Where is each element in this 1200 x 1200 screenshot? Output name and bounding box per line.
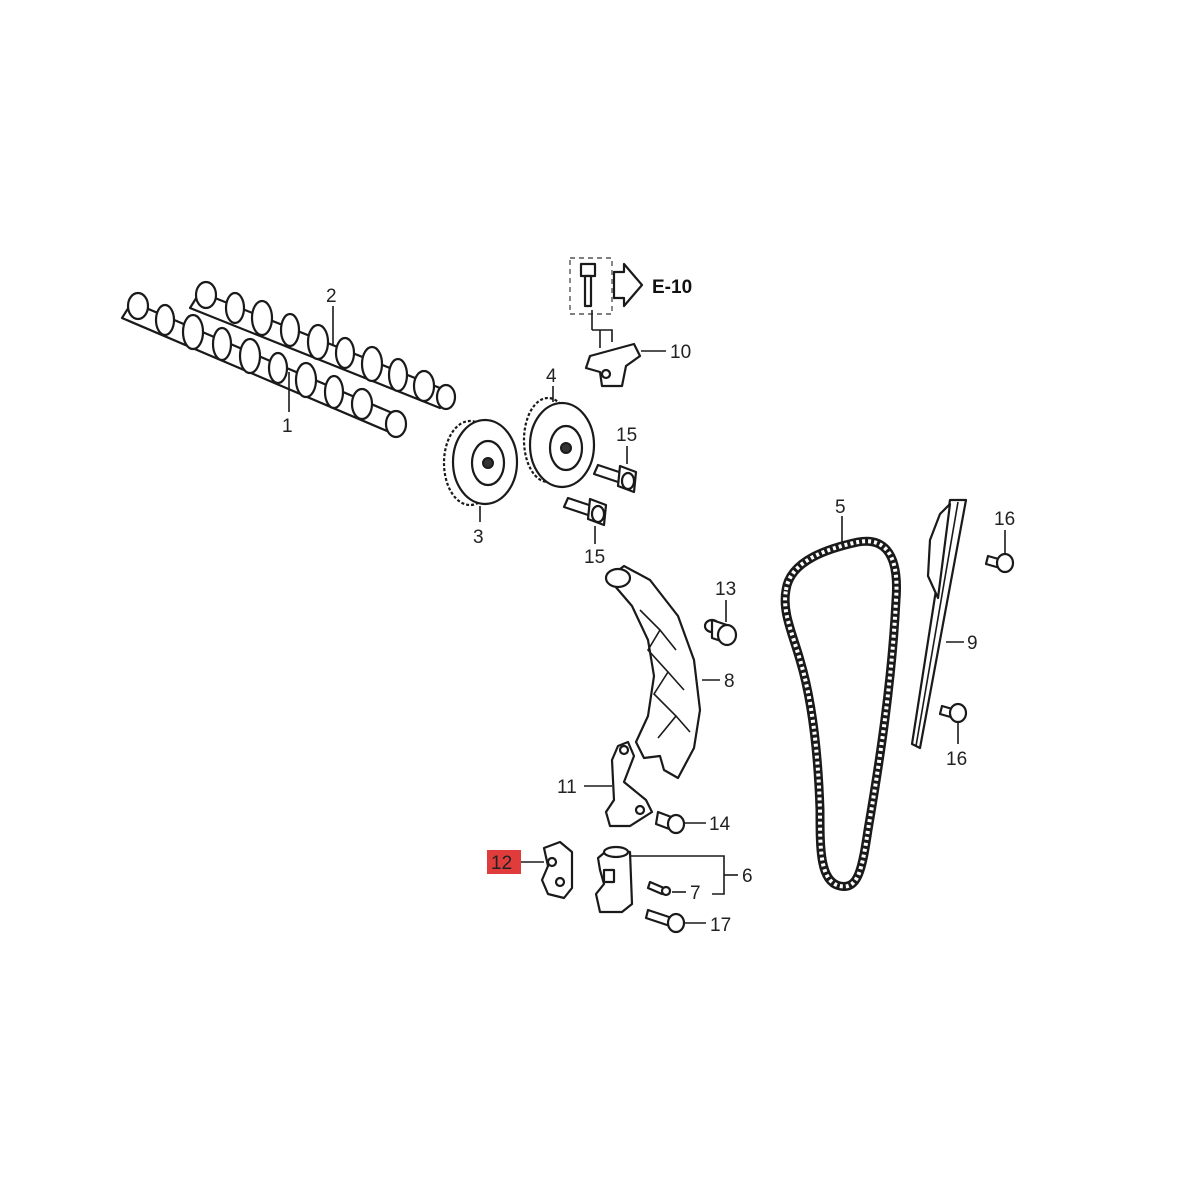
vtc-sprocket-3[interactable] [442,418,519,507]
callout-15-upper[interactable]: 15 [616,425,637,446]
e10-bolt-box [569,257,613,315]
callout-8[interactable]: 8 [724,671,735,692]
bolt-15-lower[interactable] [562,496,608,527]
callout-7[interactable]: 7 [690,883,701,904]
tensioner-lever-11[interactable] [604,740,654,828]
vtc-sprocket-4[interactable] [522,396,596,489]
tensioner-arm-8[interactable] [604,564,702,780]
callout-5[interactable]: 5 [835,497,846,518]
callout-17[interactable]: 17 [710,915,731,936]
callout-16-lower[interactable]: 16 [946,749,967,770]
callout-2[interactable]: 2 [326,286,337,307]
chain-guide-9[interactable] [910,498,968,750]
callout-11[interactable]: 11 [557,777,577,798]
bolt-15-upper[interactable] [592,463,638,494]
callout-9[interactable]: 9 [967,633,978,654]
leader-6 [630,855,725,895]
camshaft-2[interactable] [188,280,457,411]
callout-15-lower[interactable]: 15 [584,547,605,568]
pin-7[interactable] [646,880,672,897]
e10-leader [591,310,613,348]
callout-16-upper[interactable]: 16 [994,509,1015,530]
chain-tensioner-6[interactable] [594,845,634,914]
bolt-17[interactable] [644,908,686,934]
bolt-13[interactable] [703,618,738,647]
timing-chain-5[interactable] [780,536,901,891]
bracket-12[interactable] [540,840,574,900]
callout-6[interactable]: 6 [742,866,753,887]
bolt-16-lower[interactable] [938,702,968,724]
chain-guide-10[interactable] [584,342,642,388]
e10-arrow [612,262,644,308]
callout-12[interactable]: 12 [491,853,512,874]
bolt-16-upper[interactable] [984,552,1015,574]
callout-10[interactable]: 10 [670,342,691,363]
callout-13[interactable]: 13 [715,579,736,600]
callout-3[interactable]: 3 [473,527,484,548]
camshaft-1[interactable] [120,291,408,439]
callout-4[interactable]: 4 [546,366,557,387]
highlight-12 [487,850,521,874]
bolt-14[interactable] [654,810,686,835]
bolt-e10[interactable] [579,262,597,308]
callout-1[interactable]: 1 [282,416,293,437]
reference-e10[interactable]: E-10 [652,277,692,298]
callout-14[interactable]: 14 [709,814,731,835]
